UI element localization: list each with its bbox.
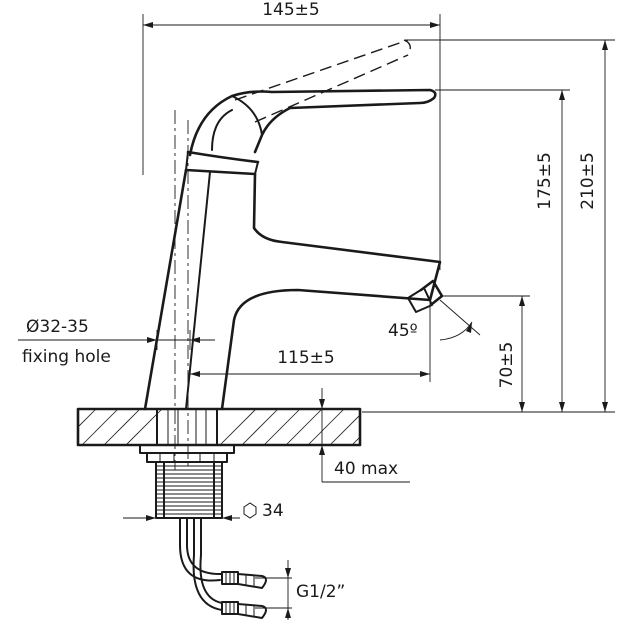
dimension-overall-width: 145±5 bbox=[142, 0, 441, 270]
mounting-thickness-label: 40 max bbox=[334, 459, 398, 479]
hex-nut-label: 34 bbox=[262, 501, 284, 521]
flexible-hoses bbox=[179, 517, 267, 619]
dimension-spout-reach: 115±5 bbox=[190, 300, 431, 382]
dimension-clearance: 70±5 bbox=[440, 295, 530, 412]
fixing-hole-label: fixing hole bbox=[22, 347, 111, 367]
dimension-fixing-hole: Ø32-35 fixing hole bbox=[18, 317, 215, 367]
spout-height-label: 175±5 bbox=[535, 152, 555, 210]
hexagon-nut-icon bbox=[243, 502, 257, 519]
faucet-body bbox=[143, 88, 444, 411]
connection-thread-label: G1/2” bbox=[296, 582, 345, 602]
dimension-mounting-thickness: 40 max bbox=[319, 388, 410, 483]
mounting-deck bbox=[76, 407, 362, 447]
dimension-heights: 175±5 210±5 bbox=[362, 39, 615, 413]
fixing-assembly bbox=[139, 444, 235, 519]
spout-reach-label: 115±5 bbox=[277, 348, 335, 368]
fixing-hole-diameter-label: Ø32-35 bbox=[26, 317, 89, 337]
clearance-height-label: 70±5 bbox=[497, 342, 517, 389]
aerator-angle-label: 45º bbox=[388, 321, 418, 341]
overall-width-label: 145±5 bbox=[262, 0, 320, 20]
dimension-connection-thread: G1/2” bbox=[255, 560, 345, 620]
overall-height-label: 210±5 bbox=[578, 152, 598, 210]
dimension-aerator-angle: 45º bbox=[388, 299, 481, 341]
dimension-hex-nut: 34 bbox=[123, 501, 284, 521]
lever-raised-position bbox=[234, 39, 411, 123]
